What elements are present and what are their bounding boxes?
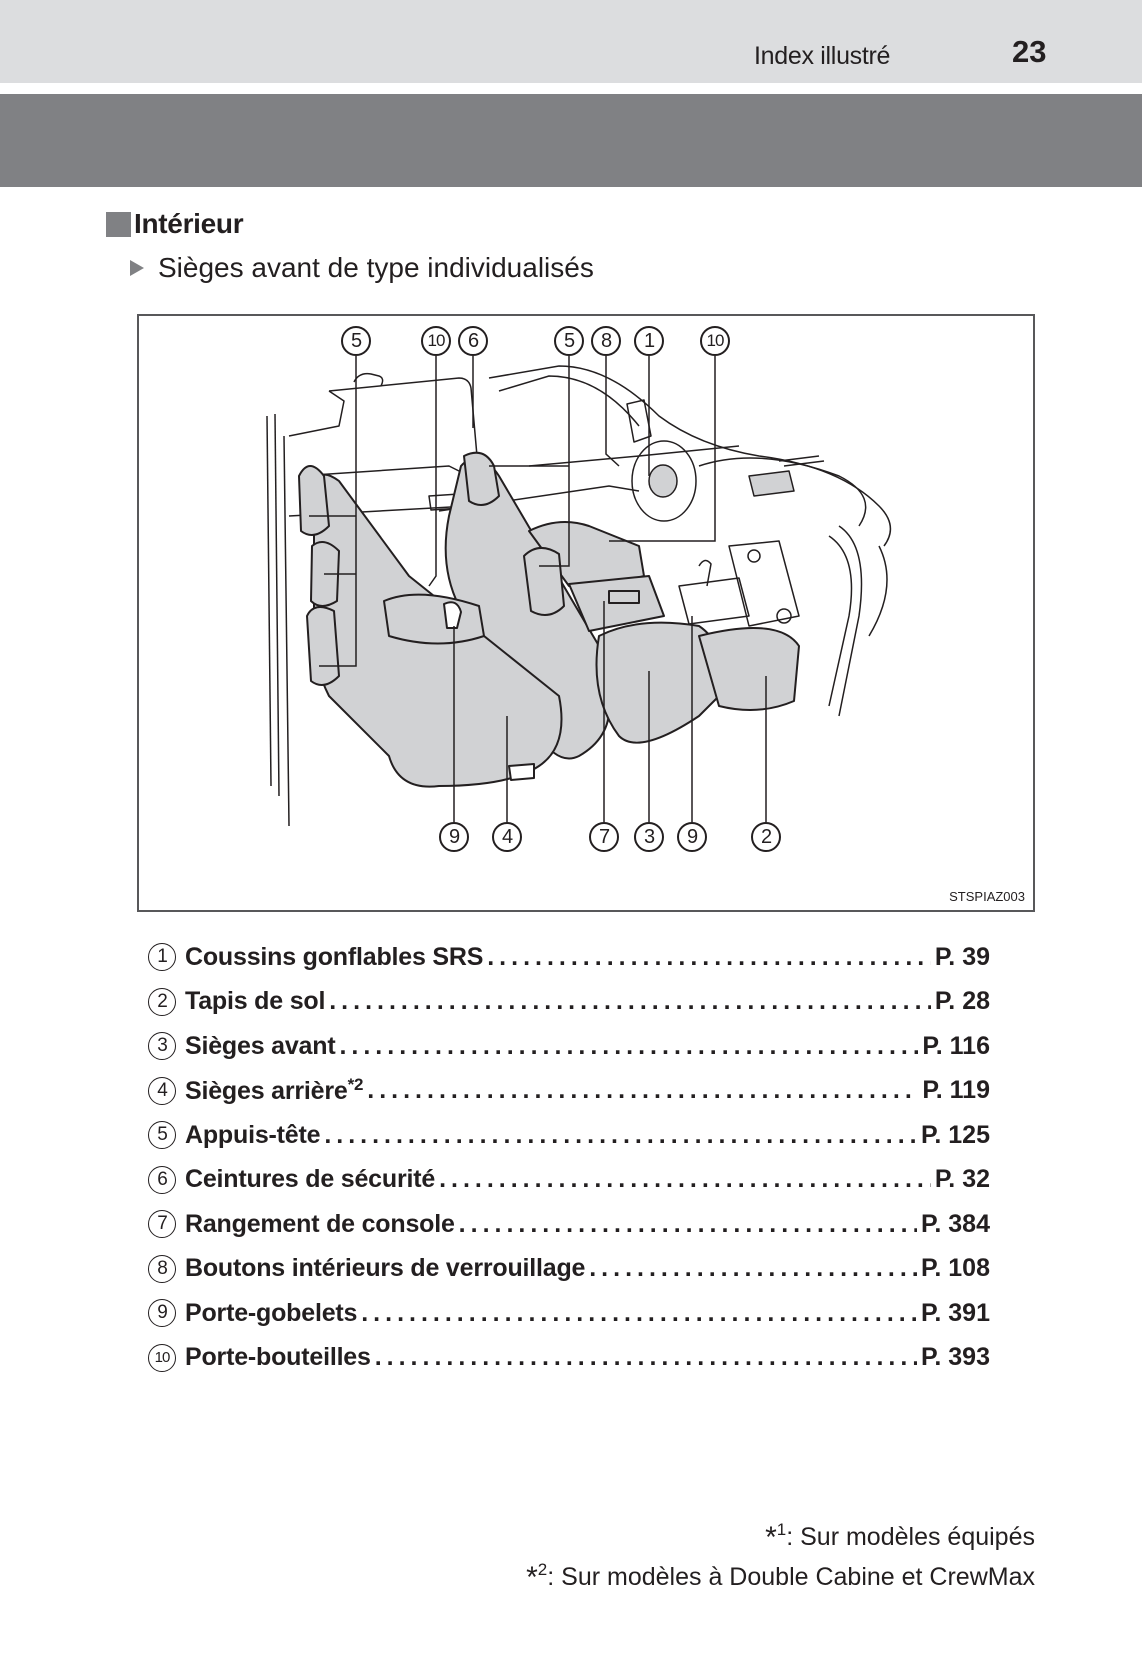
interior-illustration: 5 10 6 5 8 1 10 9 4 7 3 9 2 STSPIAZ003 bbox=[137, 314, 1035, 912]
chapter-band bbox=[0, 94, 1142, 187]
page-reference-link[interactable]: P. 32 bbox=[934, 1165, 990, 1194]
component-index-list: 1 Coussins gonflables SRS ..............… bbox=[148, 935, 990, 1380]
page-reference-link[interactable]: P. 125 bbox=[920, 1120, 990, 1149]
list-item: 7 Rangement de console .................… bbox=[148, 1202, 990, 1247]
list-item: 3 Sièges avant .........................… bbox=[148, 1024, 990, 1069]
section-heading: Intérieur bbox=[106, 208, 244, 240]
car-interior-drawing bbox=[266, 356, 892, 827]
callout-5-top-right: 5 bbox=[554, 326, 584, 356]
dot-leader: ........................................… bbox=[329, 987, 931, 1016]
callout-4-bottom: 4 bbox=[492, 822, 522, 852]
page-reference-link[interactable]: P. 119 bbox=[922, 1076, 990, 1105]
item-number-badge: 10 bbox=[148, 1343, 176, 1372]
list-item: 10 Porte-bouteilles ....................… bbox=[148, 1336, 990, 1381]
list-item: 4 Sièges arrière*2 .....................… bbox=[148, 1069, 990, 1114]
page-reference-link[interactable]: P. 116 bbox=[922, 1031, 990, 1060]
square-bullet-icon bbox=[106, 211, 131, 237]
dot-leader: ........................................… bbox=[324, 1120, 917, 1149]
list-item: 6 Ceintures de sécurité ................… bbox=[148, 1158, 990, 1203]
page-reference-link[interactable]: P. 391 bbox=[920, 1298, 990, 1327]
page-reference-link[interactable]: P. 108 bbox=[920, 1254, 990, 1283]
item-label: Appuis-tête bbox=[185, 1120, 321, 1149]
rear-armrest bbox=[383, 593, 485, 645]
item-label: Ceintures de sécurité bbox=[185, 1165, 436, 1194]
page-reference-link[interactable]: P. 393 bbox=[920, 1343, 990, 1372]
headrest-front-left bbox=[463, 451, 500, 506]
leader-lines bbox=[309, 356, 767, 822]
dot-leader: ........................................… bbox=[458, 1209, 917, 1238]
headrest-rear-1 bbox=[298, 465, 330, 536]
item-number-badge: 4 bbox=[148, 1076, 176, 1105]
dot-leader: ........................................… bbox=[439, 1165, 931, 1194]
list-item: 2 Tapis de sol .........................… bbox=[148, 980, 990, 1025]
footnote-2: *2: Sur modèles à Double Cabine et CrewM… bbox=[526, 1560, 1035, 1594]
callout-3-bottom: 3 bbox=[634, 822, 664, 852]
footnotes: *1: Sur modèles équipés *2: Sur modèles … bbox=[526, 1520, 1035, 1600]
item-label: Rangement de console bbox=[185, 1209, 455, 1238]
door-frame-line bbox=[283, 435, 290, 827]
item-label: Sièges avant bbox=[185, 1031, 336, 1060]
callout-10-top-left: 10 bbox=[421, 326, 451, 356]
list-item: 8 Boutons intérieurs de verrouillage ...… bbox=[148, 1247, 990, 1292]
headrest-front-right bbox=[523, 547, 565, 616]
callout-5-top-left: 5 bbox=[341, 326, 371, 356]
item-number-badge: 2 bbox=[148, 987, 176, 1016]
page-reference-link[interactable]: P. 28 bbox=[934, 987, 990, 1016]
figure-code: STSPIAZ003 bbox=[949, 889, 1025, 904]
page-reference-link[interactable]: P. 39 bbox=[934, 942, 990, 971]
page-header-band bbox=[0, 0, 1142, 83]
footnote-marker: *2 bbox=[347, 1075, 364, 1095]
item-number-badge: 5 bbox=[148, 1121, 176, 1150]
callout-9-bottom-right: 9 bbox=[677, 822, 707, 852]
rear-view-mirror bbox=[626, 399, 652, 443]
callout-7-bottom: 7 bbox=[589, 822, 619, 852]
subheading-text: Sièges avant de type individualisés bbox=[158, 252, 594, 283]
door-right bbox=[828, 535, 853, 707]
footnote-1: *1: Sur modèles équipés bbox=[765, 1520, 1035, 1554]
callout-6-top: 6 bbox=[458, 326, 488, 356]
item-number-badge: 8 bbox=[148, 1254, 176, 1283]
grab-handle bbox=[353, 372, 384, 387]
list-item: 1 Coussins gonflables SRS ..............… bbox=[148, 935, 990, 980]
item-label: Boutons intérieurs de verrouillage bbox=[185, 1254, 586, 1283]
item-label: Porte-bouteilles bbox=[185, 1343, 371, 1372]
list-item: 5 Appuis-tête ..........................… bbox=[148, 1113, 990, 1158]
heading-text: Intérieur bbox=[134, 208, 244, 239]
dot-leader: ........................................… bbox=[374, 1343, 917, 1372]
steering-wheel bbox=[631, 440, 697, 522]
dot-leader: ........................................… bbox=[361, 1298, 917, 1327]
rear-wall bbox=[328, 377, 478, 457]
subheading: Sièges avant de type individualisés bbox=[130, 252, 594, 284]
item-number-badge: 1 bbox=[148, 943, 176, 972]
item-label: Coussins gonflables SRS bbox=[185, 942, 484, 971]
windshield-line bbox=[488, 365, 892, 547]
callout-8-top: 8 bbox=[591, 326, 621, 356]
section-label: Index illustré bbox=[754, 42, 891, 70]
page-number: 23 bbox=[1012, 34, 1047, 69]
dot-leader: ........................................… bbox=[487, 942, 931, 971]
item-number-badge: 3 bbox=[148, 1032, 176, 1061]
item-label: Sièges arrière*2 bbox=[185, 1075, 364, 1106]
dot-leader: ........................................… bbox=[339, 1031, 918, 1060]
door-frame-line bbox=[274, 413, 280, 797]
callout-1-top: 1 bbox=[634, 326, 664, 356]
page-reference-link[interactable]: P. 384 bbox=[920, 1209, 990, 1238]
callout-9-bottom-left: 9 bbox=[439, 822, 469, 852]
callout-2-bottom: 2 bbox=[751, 822, 781, 852]
door-frame-line bbox=[266, 415, 272, 787]
item-number-badge: 6 bbox=[148, 1165, 176, 1194]
callout-10-top-right: 10 bbox=[700, 326, 730, 356]
cup-holder-rear bbox=[443, 601, 462, 629]
floor-mat bbox=[698, 627, 800, 711]
dot-leader: ........................................… bbox=[589, 1254, 917, 1283]
item-label: Porte-gobelets bbox=[185, 1298, 358, 1327]
item-number-badge: 9 bbox=[148, 1299, 176, 1328]
item-number-badge: 7 bbox=[148, 1210, 176, 1239]
list-item: 9 Porte-gobelets .......................… bbox=[148, 1291, 990, 1336]
item-label: Tapis de sol bbox=[185, 987, 326, 1016]
dot-leader: ........................................… bbox=[367, 1076, 918, 1105]
triangle-bullet-icon bbox=[130, 260, 144, 276]
headrest-rear-3 bbox=[306, 606, 340, 686]
